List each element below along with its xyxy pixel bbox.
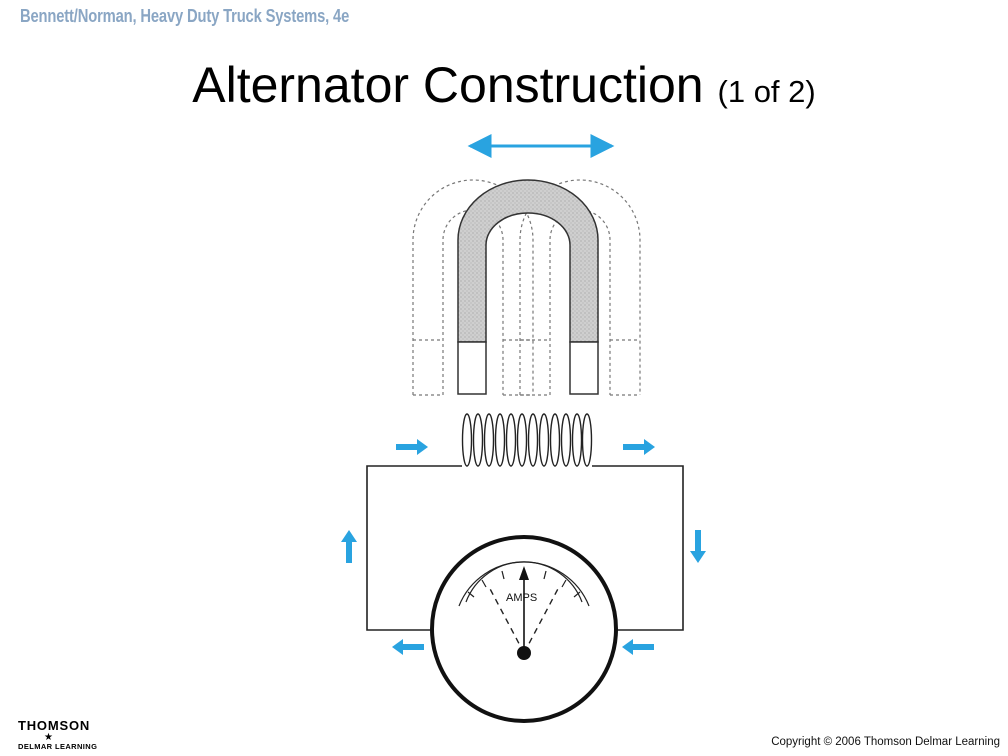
slide-title-sub: (1 of 2) [717, 74, 816, 109]
u-magnet [457, 179, 599, 395]
star-icon: ★ [44, 732, 53, 743]
magnet-pole-left [457, 341, 487, 395]
current-arrow-bottom-right [622, 639, 654, 655]
publisher-imprint: DELMAR LEARNING [18, 742, 98, 751]
current-arrow-top-left [396, 439, 428, 455]
ammeter: AMPS [430, 535, 618, 723]
circuit-wire [366, 465, 684, 631]
ammeter-label: AMPS [506, 592, 537, 604]
publisher-logo: THOMSON ★ DELMAR LEARNING [18, 718, 97, 751]
book-title: Bennett/Norman, Heavy Duty Truck Systems… [20, 6, 350, 26]
wire-coil [461, 413, 593, 467]
current-flow-arrows [341, 439, 706, 655]
current-arrow-top-right [623, 439, 655, 455]
copyright-notice: Copyright © 2006 Thomson Delmar Learning [771, 736, 1000, 748]
current-arrow-bottom-left [392, 639, 424, 655]
magnet-pole-right [569, 341, 599, 395]
magnet-motion-ghosts [412, 179, 641, 396]
publisher-name: THOMSON [18, 718, 91, 733]
current-arrow-left-up [341, 530, 357, 563]
ammeter-pivot [517, 646, 531, 660]
slide-title-main: Alternator Construction [192, 57, 704, 113]
slide-title: Alternator Construction (1 of 2) [0, 56, 1008, 114]
current-arrow-right-down [690, 530, 706, 563]
